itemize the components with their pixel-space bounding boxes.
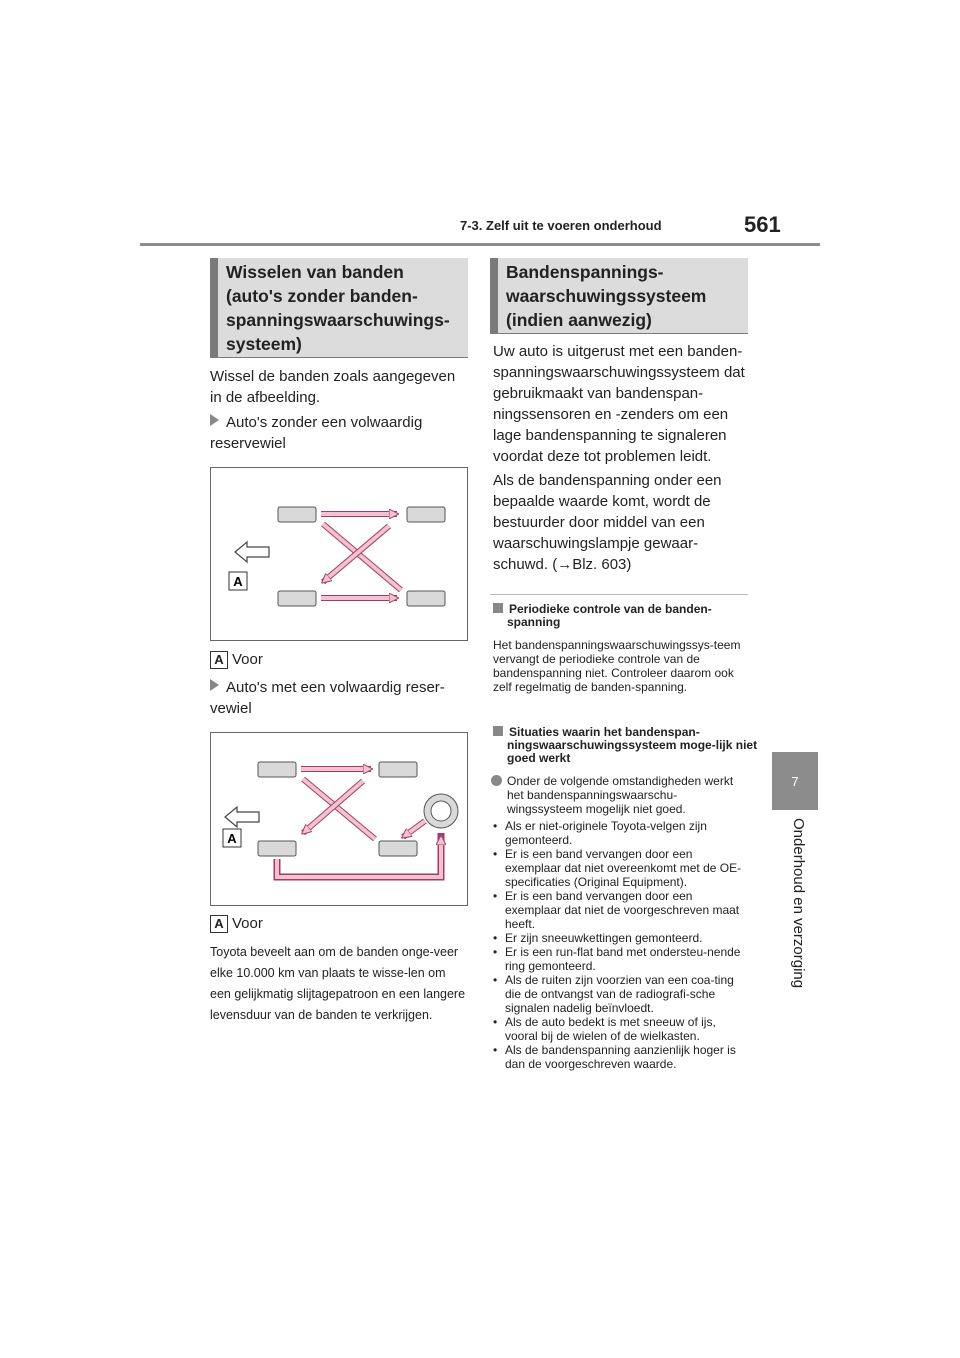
label-a: A — [233, 574, 243, 589]
list-item: Er is een band vervangen door een exempl… — [493, 847, 749, 889]
right-paragraph-2: Als de bandenspanning onder een bepaalde… — [493, 472, 722, 573]
tire-rear-right-icon — [406, 590, 446, 607]
label-a-box — [228, 571, 248, 591]
chapter-title: Onderhoud en verzorging — [790, 818, 807, 989]
list-item: Als de auto bedekt is met sneeuw of ijs,… — [493, 1015, 749, 1043]
tire-front-left-icon — [257, 761, 297, 778]
sub2-lead: Onder de volgende omstandigheden werkt h… — [491, 774, 749, 816]
tire-front-left-icon — [277, 506, 317, 523]
front-direction-arrow-icon — [224, 805, 260, 829]
section-title: 7-3. Zelf uit te voeren onderhoud — [460, 218, 662, 233]
left-intro: Wissel de banden zoals aangegeven in de … — [210, 368, 456, 406]
left-heading: Wisselen van banden (auto's zonder bande… — [210, 258, 468, 358]
tire-rear-left-icon — [277, 590, 317, 607]
square-bullet-icon — [493, 726, 503, 736]
list-item: Er is een band vervangen door een exempl… — [493, 889, 749, 931]
tire-rear-right-icon — [378, 840, 418, 857]
rotation-figure-1: A — [210, 467, 468, 641]
sub2-list: Als er niet-originele Toyota-velgen zijn… — [493, 819, 749, 1071]
right-heading: Bandenspannings-waarschuwingssysteem (in… — [490, 258, 748, 334]
list-item: Er is een run-flat band met ondersteu-ne… — [493, 945, 749, 973]
left-item1: Auto's zonder een volwaardig reservewiel — [210, 414, 423, 452]
section-divider — [490, 594, 748, 595]
right-paragraph-1: Uw auto is uitgerust met een banden-span… — [493, 343, 745, 465]
label-a-box — [222, 828, 242, 848]
list-item: Als er niet-originele Toyota-velgen zijn… — [493, 819, 749, 847]
circle-bullet-icon — [491, 775, 502, 786]
square-bullet-icon — [493, 603, 503, 613]
triangle-bullet-icon — [210, 679, 219, 691]
list-item: Er zijn sneeuwkettingen gemonteerd. — [493, 931, 749, 945]
left-item2: Auto's met een volwaardig reser-vewiel — [210, 679, 445, 717]
tire-front-right-icon — [378, 761, 418, 778]
triangle-bullet-icon — [210, 414, 219, 426]
sub1-title: Periodieke controle van de banden-spanni… — [493, 603, 763, 629]
list-item: Als de bandenspanning aanzienlijk hoger … — [493, 1043, 749, 1071]
front-direction-arrow-icon — [234, 540, 270, 564]
left-note: Toyota beveelt aan om de banden onge-vee… — [210, 945, 466, 1022]
sub2-title: Situaties waarin het bandenspan-ningswaa… — [493, 726, 763, 765]
chapter-tab: 7 — [772, 752, 818, 810]
page-number: 561 — [744, 212, 781, 237]
tire-front-right-icon — [406, 506, 446, 523]
rotation-figure-2: A — [210, 732, 468, 906]
list-item: Als de ruiten zijn voorzien van een coa-… — [493, 973, 749, 1015]
tire-rear-left-icon — [257, 840, 297, 857]
sub1-text: Het bandenspanningswaarschuwingssys-teem… — [493, 638, 741, 694]
label-a: A — [227, 831, 237, 846]
header-divider — [140, 243, 820, 246]
